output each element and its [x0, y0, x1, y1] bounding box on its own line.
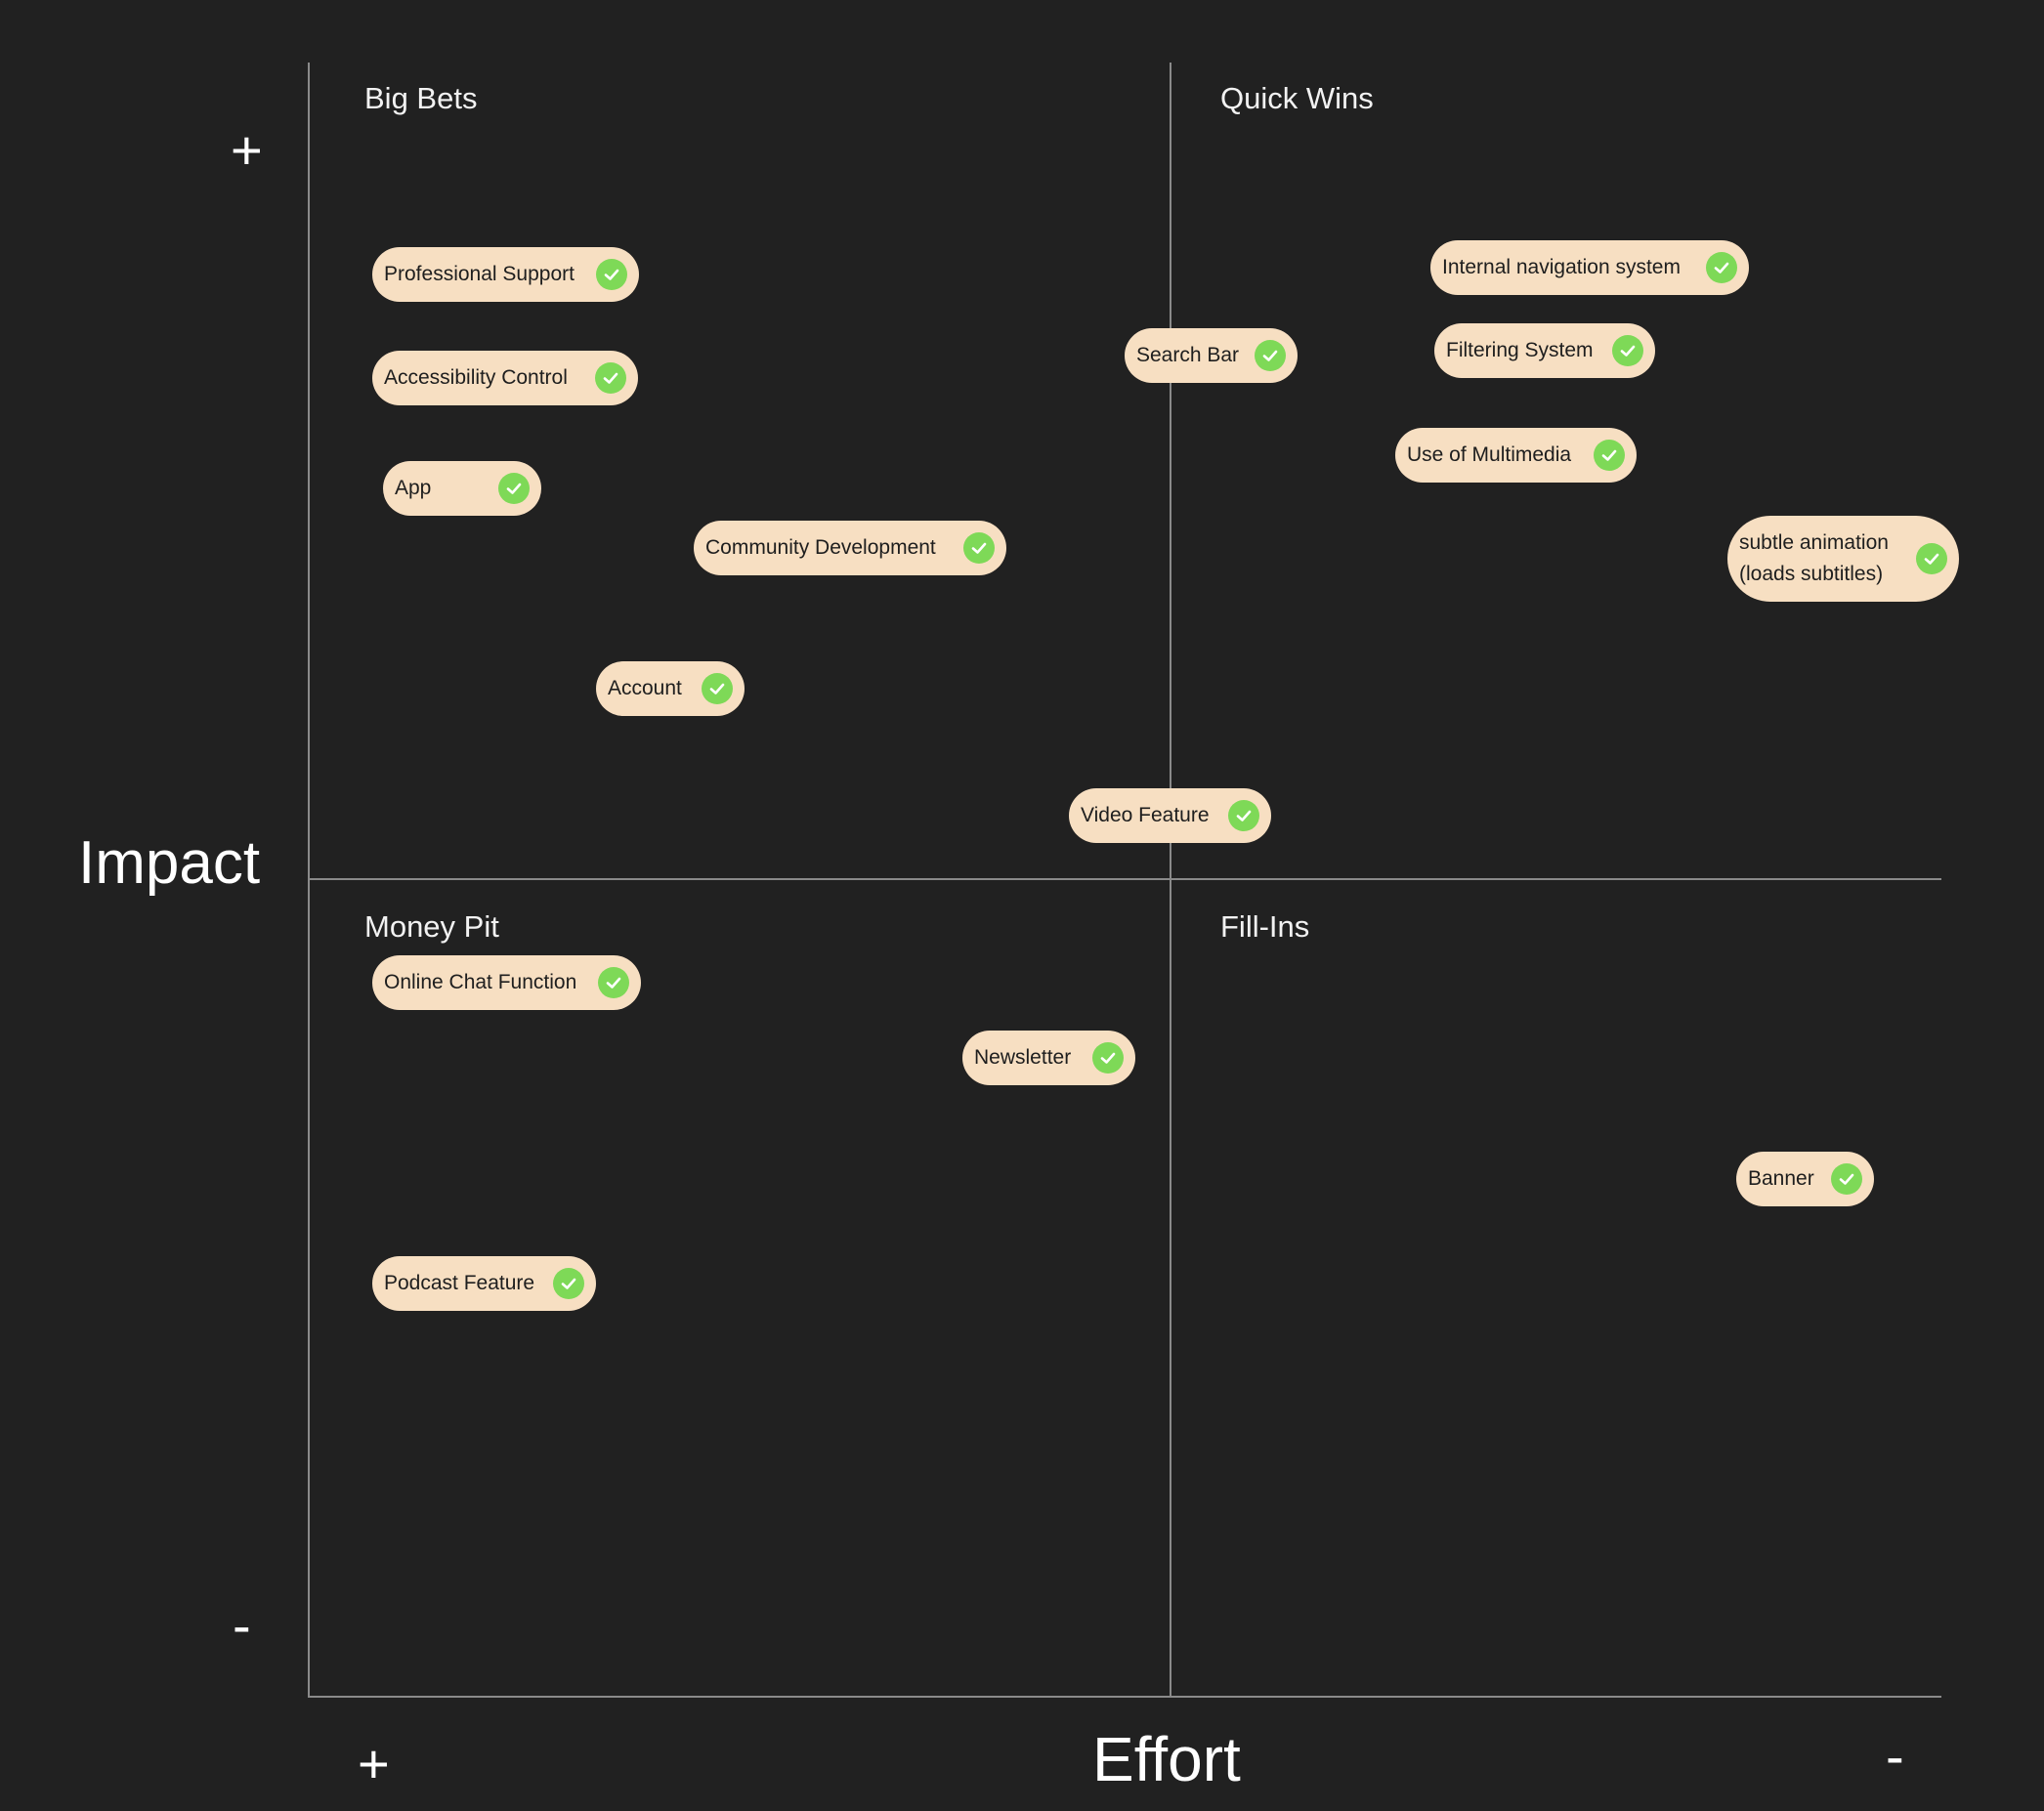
check-circle-icon	[598, 967, 629, 998]
sticky-note-label: Community Development	[705, 536, 936, 559]
sticky-note-label: Banner	[1748, 1167, 1814, 1190]
check-circle-icon	[553, 1268, 584, 1299]
sticky-note-label: Online Chat Function	[384, 971, 577, 993]
check-circle-icon	[595, 362, 626, 394]
quadrant-label-fill-ins: Fill-Ins	[1220, 909, 1310, 944]
y-axis-line	[308, 63, 310, 1698]
sticky-note[interactable]: Filtering System	[1434, 323, 1655, 378]
sticky-note-label: Search Bar	[1136, 344, 1240, 366]
x-axis-minus: -	[1886, 1725, 1904, 1787]
horizontal-divider	[308, 878, 1941, 880]
sticky-note-label: Podcast Feature	[384, 1272, 535, 1294]
sticky-note-label: Filtering System	[1446, 339, 1594, 361]
quadrant-label-big-bets: Big Bets	[364, 81, 478, 115]
sticky-note[interactable]: Professional Support	[372, 247, 639, 302]
sticky-note[interactable]: App	[383, 461, 541, 516]
sticky-note-label: Use of Multimedia	[1407, 443, 1572, 466]
y-axis-plus: +	[231, 119, 263, 181]
check-circle-icon	[1092, 1042, 1124, 1074]
sticky-note-label: Internal navigation system	[1442, 256, 1681, 278]
sticky-note[interactable]: subtle animation (loads subtitles)	[1727, 516, 1959, 602]
sticky-note[interactable]: Use of Multimedia	[1395, 428, 1637, 483]
check-circle-icon	[1594, 440, 1625, 471]
sticky-note-label: Newsletter	[974, 1046, 1072, 1069]
sticky-note-label: subtle animation (loads subtitles)	[1739, 531, 1889, 585]
sticky-note[interactable]: Account	[596, 661, 745, 716]
y-axis-minus: -	[233, 1594, 251, 1656]
check-circle-icon	[1831, 1163, 1862, 1195]
check-circle-icon	[1612, 335, 1643, 366]
check-circle-icon	[1255, 340, 1286, 371]
sticky-note[interactable]: Community Development	[694, 521, 1006, 575]
x-axis-line	[308, 1696, 1941, 1698]
check-circle-icon	[1916, 543, 1947, 574]
check-circle-icon	[1706, 252, 1737, 283]
sticky-note-label: Professional Support	[384, 263, 575, 285]
sticky-note-label: Account	[608, 677, 682, 699]
sticky-note[interactable]: Newsletter	[962, 1031, 1135, 1085]
sticky-note[interactable]: Banner	[1736, 1152, 1874, 1206]
sticky-note-label: Accessibility Control	[384, 366, 568, 389]
sticky-note[interactable]: Video Feature	[1069, 788, 1271, 843]
sticky-note[interactable]: Search Bar	[1125, 328, 1298, 383]
sticky-note[interactable]: Podcast Feature	[372, 1256, 596, 1311]
sticky-note-label: Video Feature	[1081, 804, 1210, 826]
sticky-note[interactable]: Online Chat Function	[372, 955, 641, 1010]
sticky-note[interactable]: Accessibility Control	[372, 351, 638, 405]
x-axis-title: Effort	[1092, 1724, 1241, 1794]
sticky-note[interactable]: Internal navigation system	[1430, 240, 1749, 295]
sticky-note-label: App	[395, 477, 432, 499]
check-circle-icon	[596, 259, 627, 290]
check-circle-icon	[1228, 800, 1259, 831]
y-axis-title: Impact	[78, 829, 261, 897]
check-circle-icon	[498, 473, 530, 504]
check-circle-icon	[702, 673, 733, 704]
check-circle-icon	[963, 532, 995, 564]
quadrant-label-quick-wins: Quick Wins	[1220, 81, 1374, 115]
x-axis-plus: +	[358, 1733, 390, 1794]
vertical-divider	[1170, 63, 1171, 1698]
quadrant-label-money-pit: Money Pit	[364, 909, 499, 944]
